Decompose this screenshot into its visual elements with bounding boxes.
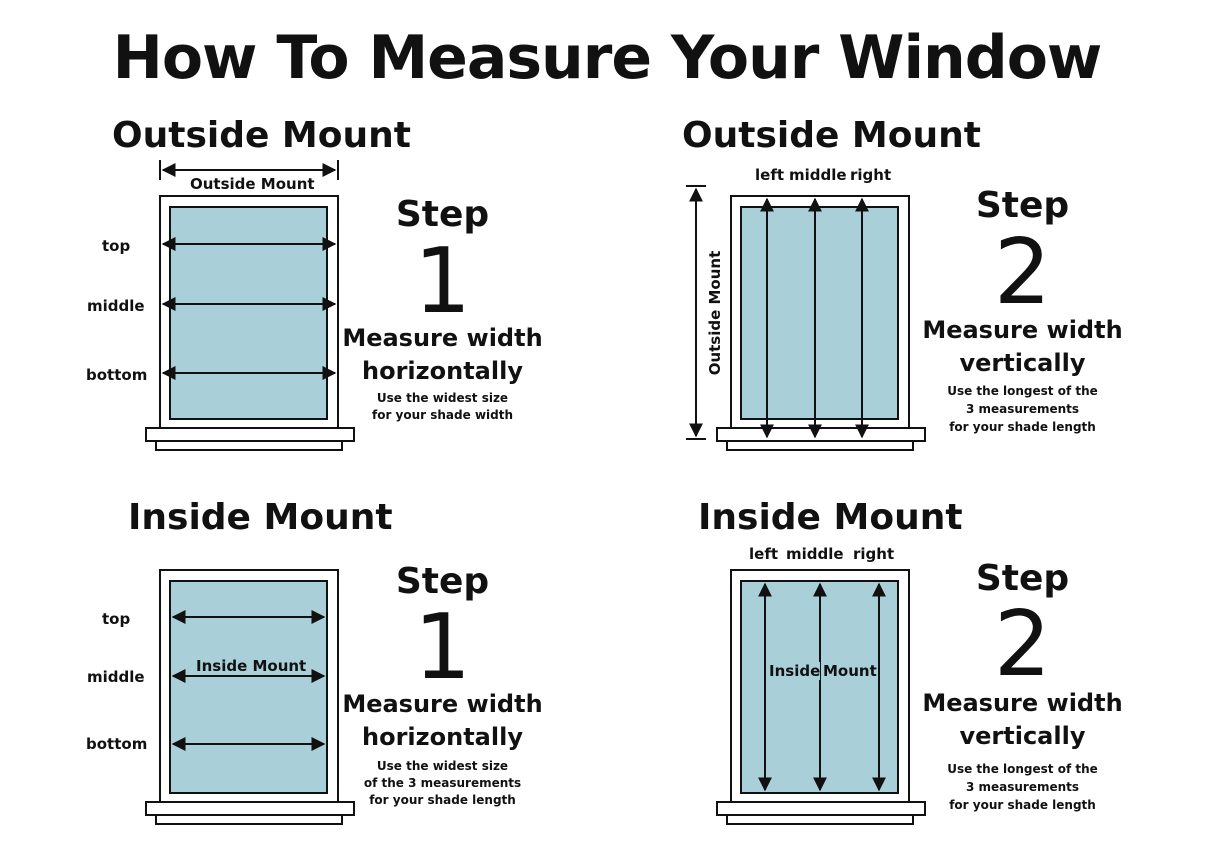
step-number: 1 [413,595,472,700]
note-line-1: Use the widest size [376,759,509,773]
inside-dimension-label: Inside Mount [196,657,307,675]
col-label-left: left [749,545,779,563]
row-label-top: top [102,237,131,255]
instruction-line-1: Measure width [922,689,1123,717]
instruction-line-2: horizontally [362,357,523,385]
step-number: 2 [993,220,1052,325]
col-label-middle: middle [789,166,847,184]
instruction-line-2: vertically [959,722,1086,750]
note-line-2: of the 3 measurements [363,776,522,790]
col-label-right: right [853,545,895,563]
instruction-line-2: horizontally [362,723,523,751]
panel-heading: Outside Mount [682,115,981,156]
note-line-1: Use the longest of the [947,762,1098,776]
inside-dimension-label-1: Inside [769,662,821,680]
col-label-right: right [850,166,892,184]
inside-dimension-label-2: Mount [823,662,877,680]
col-label-middle: middle [786,545,844,563]
dimension-label: Outside Mount [706,251,724,376]
row-label-bottom: bottom [86,366,148,384]
note-line-2: 3 measurements [965,780,1080,794]
note-line-1: Use the widest size [376,391,509,405]
panel-heading: Inside Mount [698,497,963,538]
instruction-line-1: Measure width [342,690,543,718]
instruction-line-1: Measure width [342,324,543,352]
step-label: Step [975,185,1070,226]
panel-heading: Inside Mount [128,497,393,538]
dimension-label: Outside Mount [190,175,315,193]
instruction-line-1: Measure width [922,316,1123,344]
note-line-3: for your shade length [369,793,516,807]
panel-heading: Outside Mount [112,115,411,156]
note-line-2: for your shade width [371,408,514,422]
note-line-2: 3 measurements [965,402,1080,416]
page-title: How To Measure Your Window [112,23,1103,93]
note-line-3: for your shade length [949,420,1096,434]
note-line-3: for your shade length [949,798,1096,812]
note-line-1: Use the longest of the [947,384,1098,398]
step-number: 1 [413,229,472,334]
step-label: Step [395,194,490,235]
row-label-middle: middle [87,668,145,686]
row-label-middle: middle [87,297,145,315]
row-label-top: top [102,610,131,628]
step-label: Step [395,561,490,602]
col-label-left: left [755,166,785,184]
row-label-bottom: bottom [86,735,148,753]
step-number: 2 [993,592,1052,697]
step-label: Step [975,558,1070,599]
instruction-line-2: vertically [959,349,1086,377]
